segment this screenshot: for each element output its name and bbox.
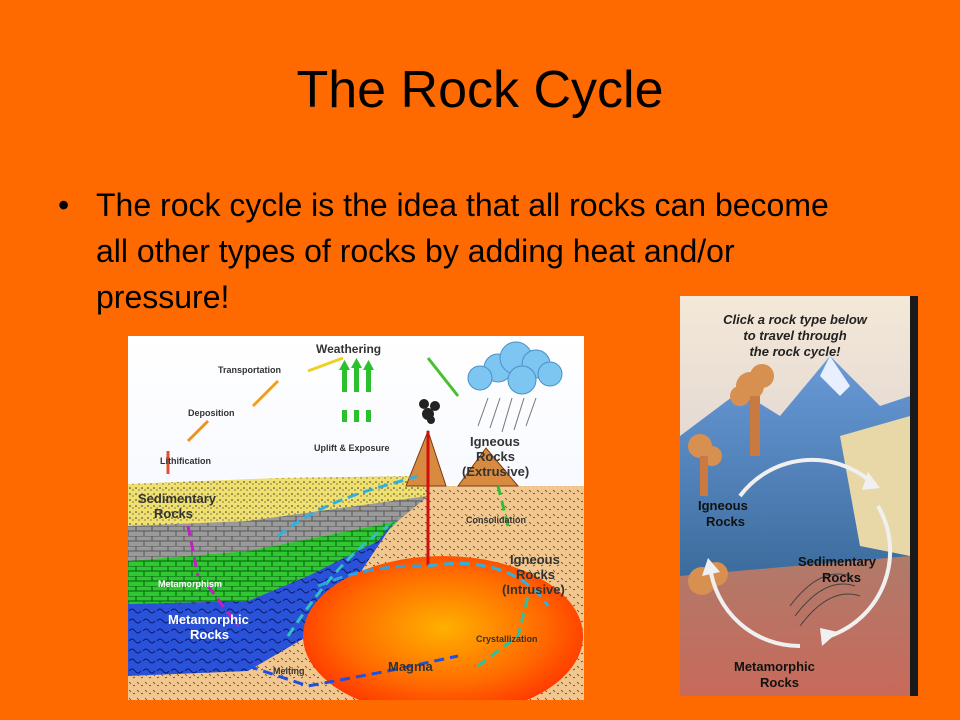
label-metamorphic-2: Rocks — [190, 627, 229, 642]
label-igneous-int-3: (Intrusive) — [502, 582, 565, 597]
label-metamorphism: Metamorphism — [158, 579, 222, 589]
bullet-dot: • — [58, 187, 70, 223]
label-consolidation: Consolidation — [466, 515, 526, 525]
label-sedimentary-2: Rocks — [154, 506, 193, 521]
sedimentary-rocks-line-1[interactable]: Sedimentary — [798, 554, 877, 569]
label-weathering: Weathering — [316, 342, 381, 356]
metamorphic-rocks-line-2[interactable]: Rocks — [760, 675, 799, 690]
label-igneous-ext-2: Rocks — [476, 449, 515, 464]
igneous-rocks-line-1[interactable]: Igneous — [698, 498, 748, 513]
label-deposition: Deposition — [188, 408, 235, 418]
instruction-line-1: Click a rock type below — [723, 312, 868, 327]
label-lithification: Lithification — [160, 456, 211, 466]
label-uplift: Uplift & Exposure — [314, 443, 390, 453]
instruction-line-2: to travel through — [743, 328, 846, 343]
rock-type-igneous-link[interactable]: Igneous Rocks — [698, 498, 748, 529]
label-igneous-int-2: Rocks — [516, 567, 555, 582]
instruction-line-3: the rock cycle! — [749, 344, 841, 359]
label-igneous-ext-3: (Extrusive) — [462, 464, 529, 479]
rock-type-metamorphic-link[interactable]: Metamorphic Rocks — [734, 659, 815, 690]
label-magma: Magma — [388, 659, 434, 674]
sedimentary-rocks-line-2[interactable]: Rocks — [822, 570, 861, 585]
metamorphic-rocks-line-1[interactable]: Metamorphic — [734, 659, 815, 674]
label-igneous-int-1: Igneous — [510, 552, 560, 567]
label-metamorphic-1: Metamorphic — [168, 612, 249, 627]
label-transportation: Transportation — [218, 365, 281, 375]
rock-cycle-diagram: Weathering Transportation Deposition Lit… — [128, 336, 584, 716]
label-melting: Melting — [273, 666, 305, 676]
rock-type-sedimentary-link[interactable]: Sedimentary Rocks — [798, 554, 877, 585]
igneous-rocks-line-2[interactable]: Rocks — [706, 514, 745, 529]
rock-cycle-interactive-panel: Click a rock type below to travel throug… — [680, 296, 918, 696]
slide-title: The Rock Cycle — [296, 61, 664, 119]
bullet-point: • The rock cycle is the idea that all ro… — [58, 182, 858, 320]
label-igneous-ext-1: Igneous — [470, 434, 520, 449]
bullet-text: The rock cycle is the idea that all rock… — [96, 187, 829, 315]
label-sedimentary-1: Sedimentary — [138, 491, 217, 506]
label-crystallization: Crystallization — [476, 634, 538, 644]
